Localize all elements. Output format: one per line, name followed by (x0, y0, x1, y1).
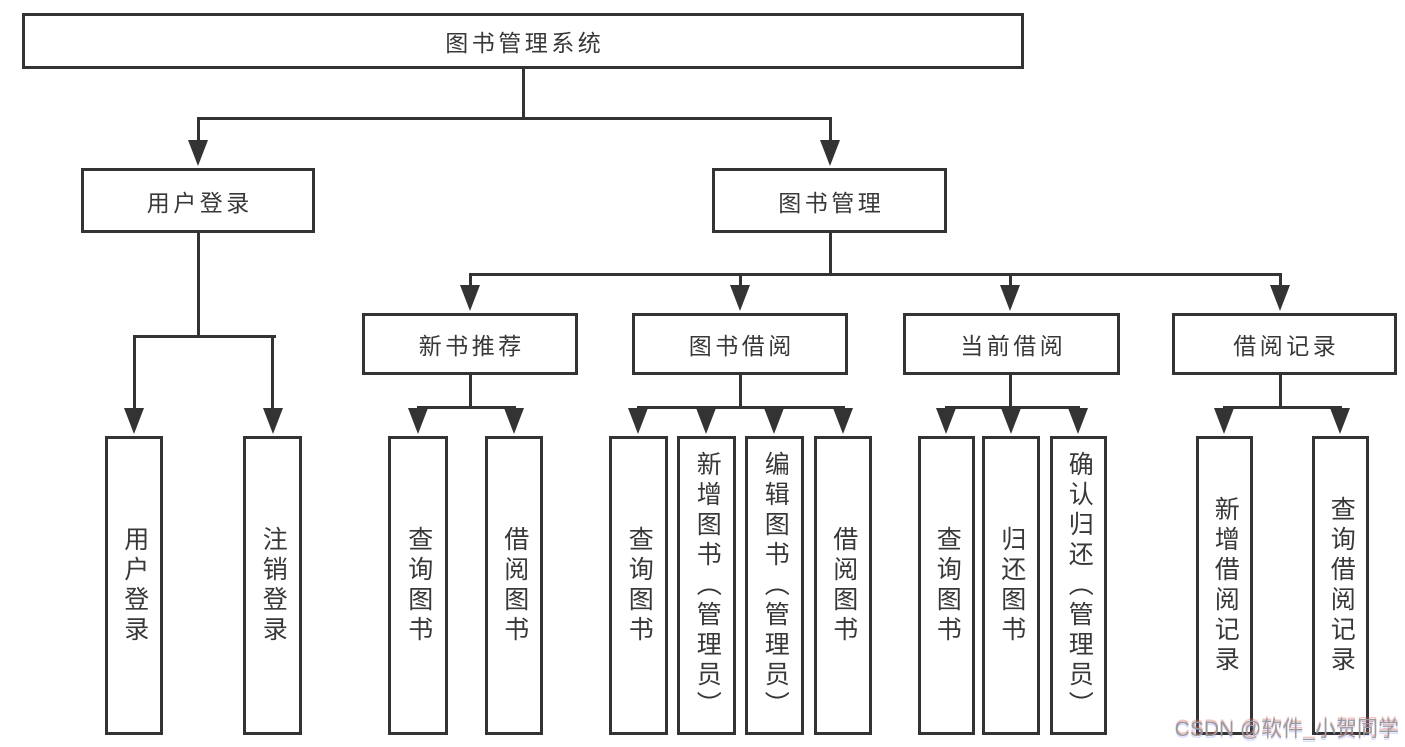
connector-root-branch (196, 117, 832, 120)
leaf-query-books-current: 查询图书 (918, 436, 975, 735)
arrowhead-down-current-borrow-icon (1000, 285, 1020, 311)
leaf-user-login-label: 用户登录 (120, 525, 149, 646)
connector-drop-borrow-records (1278, 273, 1282, 289)
leaf-query-books-borrow: 查询图书 (609, 436, 668, 735)
connector-new-book-recommend-stem (468, 374, 472, 409)
connector-drop-current-borrow (1008, 273, 1012, 289)
leaf-borrow-books: 借阅图书 (814, 436, 872, 735)
connector-user-login-branch (132, 335, 276, 338)
leaf-borrow-books-label: 借阅图书 (829, 525, 858, 646)
arrowhead-down-borrow-books-icon (833, 408, 853, 434)
leaf-user-login: 用户登录 (105, 436, 163, 735)
leaf-confirm-return-admin: 确认归还（管理员） (1050, 436, 1107, 735)
leaf-return-books: 归还图书 (982, 436, 1040, 735)
leaf-add-borrow-record: 新增借阅记录 (1196, 436, 1253, 735)
arrowhead-down-query-books-borrow-icon (628, 408, 648, 434)
connector-book-borrow-branch (636, 406, 845, 409)
connector-drop-leaf-logout (271, 335, 274, 412)
arrowhead-down-query-borrow-record-icon (1330, 408, 1350, 434)
leaf-query-books-recommend-label: 查询图书 (404, 525, 433, 646)
connector-drop-book-borrow (738, 273, 742, 289)
connector-book-borrow-stem (738, 374, 742, 409)
node-root-system: 图书管理系统 (22, 13, 1024, 69)
node-book-borrow: 图书借阅 (632, 313, 848, 375)
node-new-book-recommend: 新书推荐 (362, 313, 578, 375)
connector-drop-user-login (196, 117, 200, 143)
arrowhead-down-query-books-recommend-icon (408, 408, 428, 434)
node-root-label: 图书管理系统 (445, 30, 605, 56)
arrowhead-down-query-books-current-icon (936, 408, 956, 434)
connector-root-stem (521, 69, 525, 120)
connector-new-book-recommend-branch (416, 406, 516, 409)
leaf-add-borrow-record-label: 新增借阅记录 (1211, 495, 1240, 676)
arrowhead-down-borrow-records-icon (1270, 285, 1290, 311)
leaf-query-borrow-record-label: 查询借阅记录 (1327, 495, 1356, 676)
leaf-logout-label: 注销登录 (259, 525, 288, 646)
leaf-add-books-admin: 新增图书（管理员） (677, 436, 736, 735)
arrowhead-down-leaf-logout-icon (262, 408, 283, 434)
connector-drop-book-management (828, 117, 832, 143)
leaf-edit-books-admin: 编辑图书（管理员） (745, 436, 804, 735)
arrowhead-down-borrow-books-recommend-icon (504, 408, 524, 434)
leaf-confirm-return-admin-label: 确认归还（管理员） (1065, 450, 1094, 721)
leaf-query-books-borrow-label: 查询图书 (625, 525, 654, 646)
arrowhead-down-confirm-return-icon (1068, 408, 1088, 434)
arrowhead-down-return-books-icon (1001, 408, 1021, 434)
node-user-login-label: 用户登录 (146, 189, 253, 216)
arrowhead-down-edit-books-admin-icon (764, 408, 784, 434)
arrowhead-down-book-management-icon (820, 140, 840, 166)
arrowhead-down-book-borrow-icon (730, 285, 750, 311)
arrowhead-down-leaf-user-login-icon (124, 408, 144, 434)
connector-borrow-records-stem (1278, 374, 1282, 409)
leaf-borrow-books-recommend-label: 借阅图书 (500, 525, 529, 646)
leaf-query-books-current-label: 查询图书 (933, 525, 962, 646)
node-current-borrow: 当前借阅 (903, 313, 1120, 375)
node-book-management: 图书管理 (712, 168, 947, 233)
connector-level3-branch (468, 273, 1282, 276)
node-book-borrow-label: 图书借阅 (688, 333, 795, 359)
node-borrow-records-label: 借阅记录 (1233, 333, 1340, 359)
node-book-management-label: 图书管理 (778, 189, 885, 216)
node-new-book-recommend-label: 新书推荐 (418, 333, 525, 359)
leaf-borrow-books-recommend: 借阅图书 (485, 436, 543, 735)
leaf-logout: 注销登录 (243, 436, 302, 735)
leaf-query-books-recommend: 查询图书 (388, 436, 448, 735)
arrowhead-down-add-books-admin-icon (696, 408, 716, 434)
node-user-login: 用户登录 (81, 168, 315, 233)
connector-drop-new-book-recommend (468, 273, 472, 289)
connector-drop-leaf-user-login (132, 335, 136, 412)
leaf-edit-books-admin-label: 编辑图书（管理员） (761, 450, 790, 721)
leaf-return-books-label: 归还图书 (997, 525, 1026, 646)
connector-current-borrow-stem (1008, 374, 1012, 409)
connector-book-management-stem (828, 233, 832, 276)
arrowhead-down-user-login-icon (188, 140, 208, 166)
leaf-query-borrow-record: 查询借阅记录 (1312, 436, 1369, 735)
leaf-add-books-admin-label: 新增图书（管理员） (693, 450, 722, 721)
arrowhead-down-add-borrow-record-icon (1214, 408, 1234, 434)
node-borrow-records: 借阅记录 (1172, 313, 1397, 375)
connector-user-login-stem (196, 232, 200, 338)
arrowhead-down-new-book-recommend-icon (460, 285, 480, 311)
csdn-watermark: CSDN @软件_小贺同学 (1174, 718, 1399, 741)
node-current-borrow-label: 当前借阅 (960, 333, 1067, 359)
connector-borrow-records-branch (1222, 406, 1342, 409)
